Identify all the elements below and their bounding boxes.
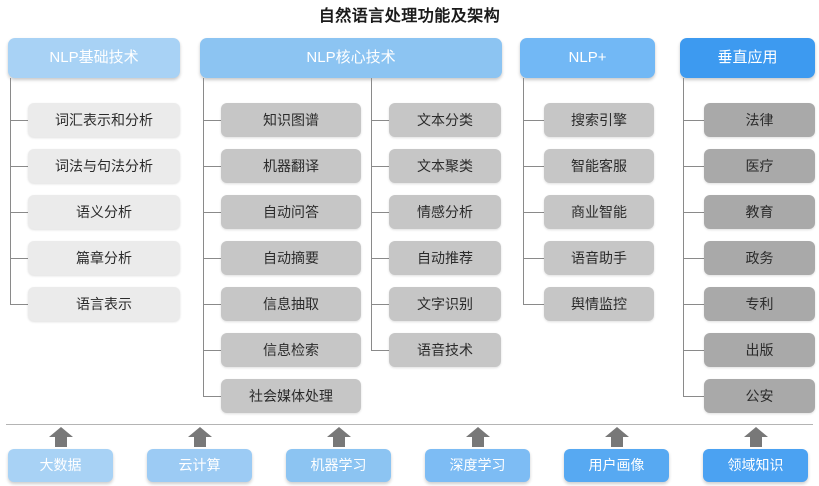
node-nlp-plus-2[interactable]: 商业智能: [544, 195, 654, 229]
connector-stub: [203, 350, 221, 351]
connector-stub: [203, 120, 221, 121]
node-nlp-core-101[interactable]: 文本聚类: [389, 149, 501, 183]
node-nlp-basic-1[interactable]: 词法与句法分析: [28, 149, 180, 183]
foundation-item-4[interactable]: 用户画像: [564, 449, 669, 482]
column-header-vertical-apps[interactable]: 垂直应用: [680, 38, 815, 78]
connector-stub: [683, 304, 704, 305]
node-nlp-core-1[interactable]: 机器翻译: [221, 149, 361, 183]
node-nlp-core-104[interactable]: 文字识别: [389, 287, 501, 321]
connector-stub: [371, 212, 389, 213]
connector-stub: [10, 120, 28, 121]
connector-trunk: [523, 78, 524, 304]
connector-stub: [371, 258, 389, 259]
connector-stub: [523, 166, 544, 167]
node-nlp-plus-3[interactable]: 语音助手: [544, 241, 654, 275]
up-arrow-icon: [48, 427, 74, 447]
connector-trunk: [683, 78, 684, 396]
connector-stub: [203, 258, 221, 259]
node-nlp-plus-0[interactable]: 搜索引擎: [544, 103, 654, 137]
column-header-nlp-core[interactable]: NLP核心技术: [200, 38, 502, 78]
page-title: 自然语言处理功能及架构: [318, 8, 501, 25]
node-nlp-core-5[interactable]: 信息检索: [221, 333, 361, 367]
node-nlp-core-105[interactable]: 语音技术: [389, 333, 501, 367]
foundation-item-3[interactable]: 深度学习: [425, 449, 530, 482]
foundation-item-2[interactable]: 机器学习: [286, 449, 391, 482]
node-vertical-apps-3[interactable]: 政务: [704, 241, 815, 275]
connector-stub: [683, 120, 704, 121]
foundation-separator: [6, 424, 813, 425]
node-nlp-basic-0[interactable]: 词汇表示和分析: [28, 103, 180, 137]
connector-stub: [683, 258, 704, 259]
connector-stub: [10, 258, 28, 259]
connector-stub: [683, 212, 704, 213]
connector-stub: [371, 166, 389, 167]
node-vertical-apps-0[interactable]: 法律: [704, 103, 815, 137]
connector-stub: [10, 304, 28, 305]
column-header-nlp-plus[interactable]: NLP+: [520, 38, 655, 78]
connector-stub: [523, 212, 544, 213]
connector-stub: [203, 166, 221, 167]
connector-trunk: [203, 78, 204, 396]
node-vertical-apps-2[interactable]: 教育: [704, 195, 815, 229]
node-vertical-apps-6[interactable]: 公安: [704, 379, 815, 413]
node-nlp-core-6[interactable]: 社会媒体处理: [221, 379, 361, 413]
connector-stub: [371, 350, 389, 351]
node-nlp-core-103[interactable]: 自动推荐: [389, 241, 501, 275]
node-nlp-basic-4[interactable]: 语言表示: [28, 287, 180, 321]
connector-stub: [683, 396, 704, 397]
connector-stub: [523, 120, 544, 121]
up-arrow-icon: [187, 427, 213, 447]
connector-stub: [523, 258, 544, 259]
connector-stub: [371, 120, 389, 121]
node-nlp-plus-1[interactable]: 智能客服: [544, 149, 654, 183]
node-nlp-plus-4[interactable]: 舆情监控: [544, 287, 654, 321]
connector-trunk: [10, 78, 11, 304]
connector-trunk: [371, 78, 372, 350]
foundation-item-5[interactable]: 领域知识: [703, 449, 808, 482]
connector-stub: [203, 396, 221, 397]
connector-stub: [203, 212, 221, 213]
node-nlp-core-4[interactable]: 信息抽取: [221, 287, 361, 321]
connector-stub: [203, 304, 221, 305]
node-vertical-apps-4[interactable]: 专利: [704, 287, 815, 321]
node-nlp-core-100[interactable]: 文本分类: [389, 103, 501, 137]
up-arrow-icon: [743, 427, 769, 447]
up-arrow-icon: [465, 427, 491, 447]
connector-stub: [523, 304, 544, 305]
node-vertical-apps-5[interactable]: 出版: [704, 333, 815, 367]
up-arrow-icon: [604, 427, 630, 447]
connector-stub: [10, 166, 28, 167]
up-arrow-icon: [326, 427, 352, 447]
node-nlp-core-2[interactable]: 自动问答: [221, 195, 361, 229]
node-nlp-basic-2[interactable]: 语义分析: [28, 195, 180, 229]
foundation-item-0[interactable]: 大数据: [8, 449, 113, 482]
node-nlp-core-3[interactable]: 自动摘要: [221, 241, 361, 275]
node-nlp-core-0[interactable]: 知识图谱: [221, 103, 361, 137]
connector-stub: [371, 304, 389, 305]
connector-stub: [10, 212, 28, 213]
node-nlp-basic-3[interactable]: 篇章分析: [28, 241, 180, 275]
node-vertical-apps-1[interactable]: 医疗: [704, 149, 815, 183]
connector-stub: [683, 350, 704, 351]
foundation-item-1[interactable]: 云计算: [147, 449, 252, 482]
node-nlp-core-102[interactable]: 情感分析: [389, 195, 501, 229]
connector-stub: [683, 166, 704, 167]
column-header-nlp-basic[interactable]: NLP基础技术: [8, 38, 180, 78]
